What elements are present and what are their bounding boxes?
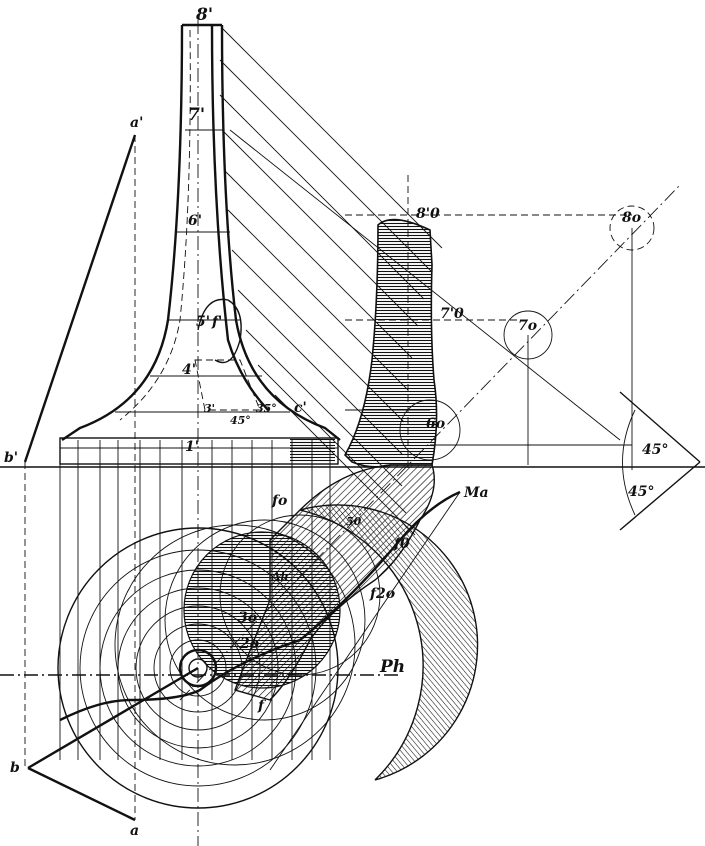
plan-circle-3 bbox=[99, 569, 297, 767]
base-block-shading bbox=[290, 438, 335, 462]
label-6o: 6o bbox=[426, 416, 445, 432]
label-3o: 3o bbox=[238, 610, 257, 626]
disc-shadow bbox=[299, 504, 479, 781]
line-b-to-a bbox=[27, 766, 136, 822]
light-ray bbox=[223, 169, 413, 359]
label-f2o: f2o bbox=[369, 586, 395, 602]
plan-circle-4 bbox=[117, 587, 279, 749]
light-ray bbox=[274, 394, 416, 536]
diagonal-long bbox=[229, 129, 621, 441]
shadow-outline-curve bbox=[59, 490, 461, 722]
light-ray bbox=[231, 249, 405, 423]
label-a-prime: a' bbox=[130, 115, 143, 131]
label-ph: Ph bbox=[379, 657, 405, 677]
light-ray bbox=[219, 59, 433, 273]
projector-lines bbox=[59, 440, 331, 760]
plan-view bbox=[24, 462, 461, 822]
label-ah: Ah bbox=[271, 570, 289, 583]
light-ray bbox=[221, 27, 443, 249]
label-angle-45-lower: 45° bbox=[628, 484, 654, 500]
label-2o: 2o bbox=[239, 636, 259, 652]
label-6-prime: 6' bbox=[188, 213, 202, 229]
plan-circle-7 bbox=[169, 639, 227, 697]
label-4-prime: 4' bbox=[182, 362, 196, 378]
label-fo-upper: fo bbox=[271, 493, 287, 509]
label-1-prime: 1' bbox=[185, 439, 199, 455]
label-angle-35: 35° bbox=[256, 402, 277, 415]
label-5-prime: 5' bbox=[196, 314, 210, 330]
label-angle-45-small: 45° bbox=[230, 414, 251, 427]
label-7-prime-0: 7'0 bbox=[440, 306, 464, 322]
line-b-to-center bbox=[27, 666, 199, 770]
plan-circle-5 bbox=[135, 605, 261, 731]
label-f0: f0 bbox=[393, 536, 410, 552]
right-construction bbox=[229, 129, 701, 771]
label-7-prime: 7' bbox=[188, 105, 205, 125]
plan-circle-2 bbox=[79, 549, 317, 787]
label-f-prime: f' bbox=[211, 314, 222, 330]
label-3-prime: 3' bbox=[204, 402, 215, 415]
shadow-regions bbox=[183, 218, 479, 781]
angle-arc bbox=[622, 409, 636, 516]
inner-base-shadow bbox=[183, 531, 341, 689]
label-b: b bbox=[10, 760, 20, 776]
light-ray bbox=[221, 129, 419, 327]
plan-circle-center bbox=[188, 658, 208, 678]
line-a-b-prime bbox=[23, 134, 137, 463]
plan-circle-core bbox=[178, 648, 218, 688]
shadow-circle-c bbox=[219, 514, 381, 676]
line-ma bbox=[269, 491, 461, 771]
label-angle-45-upper: 45° bbox=[642, 442, 668, 458]
spire-front-view bbox=[23, 23, 341, 820]
label-8o: 8o bbox=[622, 210, 641, 226]
label-b-prime: b' bbox=[4, 450, 18, 466]
labels: 8' 7' 6' 5' f' 4' 3' 1' a' b' c' 8'0 7'0… bbox=[4, 5, 668, 839]
label-ma: Ma bbox=[463, 485, 489, 501]
light-ray bbox=[227, 209, 409, 391]
label-c-prime: c' bbox=[294, 400, 307, 416]
plan-circle-6 bbox=[153, 623, 243, 713]
label-a: a bbox=[130, 823, 139, 839]
light-ray bbox=[237, 289, 403, 455]
angle-ray-lower bbox=[619, 461, 701, 531]
axis-lines bbox=[0, 20, 705, 846]
circle-6o bbox=[399, 399, 461, 461]
label-5o: 50 bbox=[346, 515, 362, 528]
inner-dashed-rect bbox=[194, 359, 261, 411]
spire-inner-right bbox=[210, 24, 269, 411]
light-ray bbox=[245, 329, 403, 487]
spire-shadow-column bbox=[344, 218, 438, 468]
ray-lines bbox=[219, 27, 443, 536]
spire-outline-left bbox=[61, 24, 184, 441]
light-ray bbox=[219, 94, 425, 300]
label-8-prime-0: 8'0 bbox=[416, 206, 440, 222]
angle-ray-upper bbox=[619, 391, 701, 463]
label-8-prime: 8' bbox=[195, 5, 213, 25]
plan-circle-outer bbox=[57, 527, 339, 809]
label-7o: 7o bbox=[518, 318, 537, 334]
light-ray bbox=[257, 364, 407, 514]
shadow-circle-b bbox=[164, 519, 366, 721]
label-f: f bbox=[257, 698, 267, 714]
